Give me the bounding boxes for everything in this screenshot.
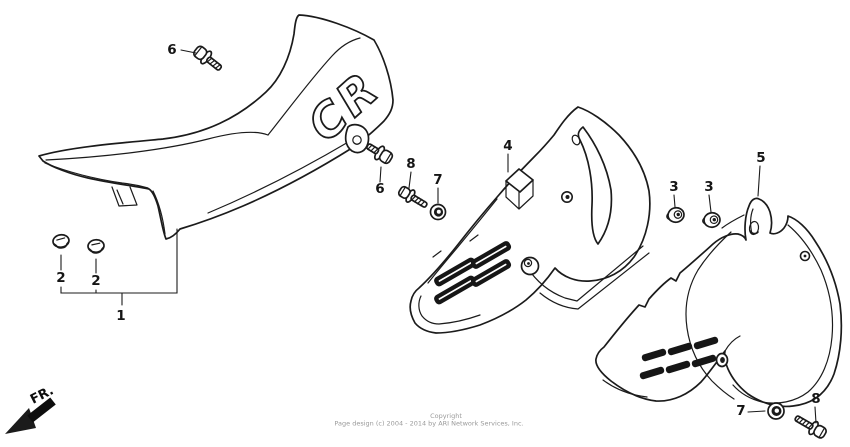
left-cover-tail-lower <box>539 252 650 310</box>
seat-clip-2 <box>87 238 105 254</box>
left-cover-tail-hole <box>523 258 533 268</box>
seat-bolt-rear <box>366 143 394 165</box>
callout-2a[interactable]: 2 <box>56 270 65 286</box>
seat-bolt-top <box>192 45 223 71</box>
seat-illustration: CR <box>38 14 394 240</box>
seat-bottom-lip <box>207 140 351 214</box>
right-cover-vent-slot <box>667 342 693 356</box>
fr-arrow-icon <box>5 408 36 434</box>
callout-4[interactable]: 4 <box>503 138 512 154</box>
callout-3a[interactable]: 3 <box>669 179 678 195</box>
seat-nose-edge <box>44 162 149 189</box>
callout-labels: 1 2 2 3 3 4 5 6 6 7 7 8 8 <box>56 42 820 419</box>
left-cover-center-grommet <box>560 191 573 204</box>
left-cover-vent-steps <box>432 234 479 258</box>
bolt-8-center <box>397 185 428 208</box>
washer-7-center <box>429 203 447 221</box>
seat-clip-1 <box>52 233 70 249</box>
callout-5[interactable]: 5 <box>756 150 765 166</box>
right-cover-vent-slot <box>665 360 691 374</box>
right-cover-snout-lip <box>602 379 648 398</box>
right-cover-vent-slot <box>693 336 719 350</box>
left-side-cover-illustration <box>409 106 651 334</box>
callout-6a[interactable]: 6 <box>167 42 176 58</box>
callout-2b[interactable]: 2 <box>91 273 100 289</box>
seat-seam-line <box>45 131 269 161</box>
right-cover-vent-slot <box>641 348 667 362</box>
right-cover-face-grommet <box>799 250 811 262</box>
left-cover-mount-tab-side <box>505 179 534 210</box>
right-cover-vent-slot <box>691 354 717 368</box>
left-cover-crease <box>427 198 498 284</box>
callout-7a[interactable]: 7 <box>433 172 442 188</box>
footer-copyright: Copyright Page design (c) 2004 - 2014 by… <box>334 412 523 428</box>
seat-rear-crease <box>267 37 361 136</box>
right-cover-vent-slot <box>639 366 665 380</box>
seat-rear-bracket <box>344 123 370 154</box>
left-cover-vent-slot <box>470 259 512 287</box>
copyright-line1: Copyright <box>430 412 462 420</box>
right-cover-hook-slot <box>748 220 760 236</box>
right-cover-rim-lip <box>732 224 834 404</box>
fr-arrow-shaft <box>27 397 56 423</box>
left-cover-vent-slot <box>434 257 476 287</box>
left-cover-top-hole <box>571 134 581 146</box>
seat-pan-dip <box>152 190 166 235</box>
callout-8b[interactable]: 8 <box>811 391 820 407</box>
right-side-cover-illustration <box>595 197 843 408</box>
seat-bracket-hole-shade <box>353 142 361 145</box>
left-cover-vent-slot <box>434 275 476 305</box>
right-cover-center-panel <box>685 231 735 400</box>
grommet-1 <box>666 206 685 224</box>
copyright-line2: Page design (c) 2004 - 2014 by ARI Netwo… <box>334 420 523 428</box>
bolt-8-bottom <box>794 415 827 439</box>
leader-lines <box>60 49 817 424</box>
callout-3b[interactable]: 3 <box>704 179 713 195</box>
left-cover-toe-lip <box>418 295 481 325</box>
right-cover-snout-seam <box>724 335 741 352</box>
callout-8a[interactable]: 8 <box>406 156 415 172</box>
left-cover-vent-slot <box>470 241 512 269</box>
right-cover-edge-lip <box>721 214 745 229</box>
grommet-2 <box>702 211 721 229</box>
seat-front-tab-line <box>116 189 124 205</box>
callout-6b[interactable]: 6 <box>375 181 384 197</box>
fr-indicator: FR. <box>5 383 56 434</box>
washer-7-bottom <box>767 402 785 420</box>
right-cover-hook-slot-shade <box>749 230 759 235</box>
callout-1[interactable]: 1 <box>116 308 125 324</box>
seat-front-tab <box>111 186 138 207</box>
callout-7b[interactable]: 7 <box>736 403 745 419</box>
